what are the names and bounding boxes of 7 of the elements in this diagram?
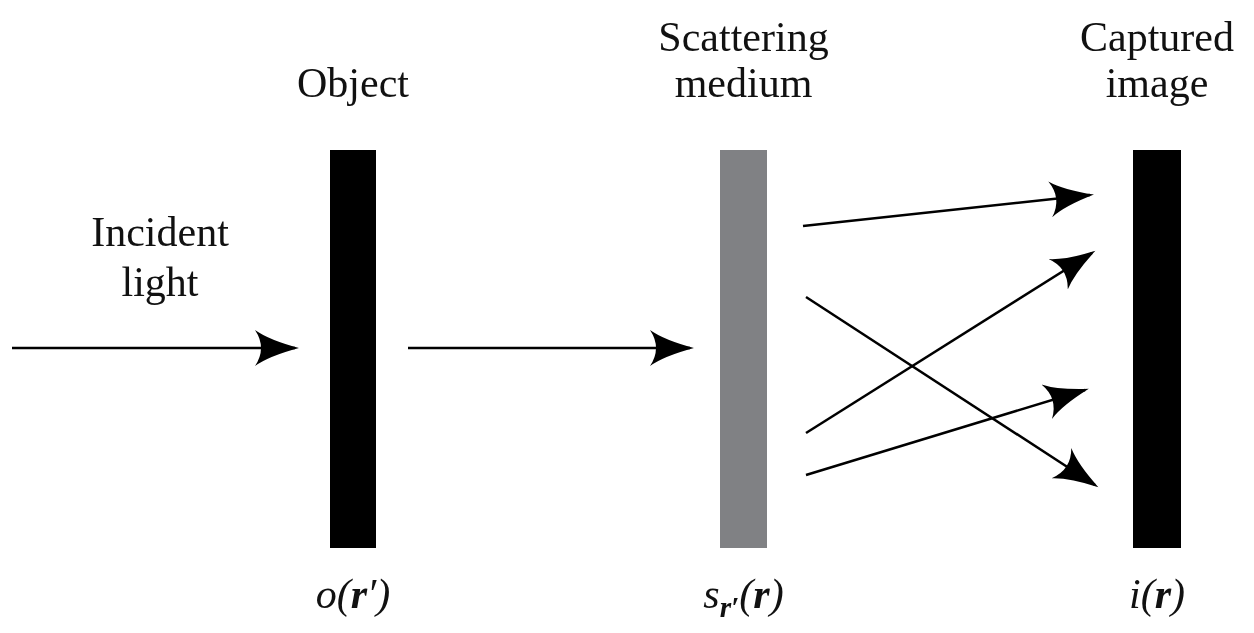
- panel-title: Scattering medium: [657, 14, 830, 106]
- panel-title: Object: [296, 60, 410, 106]
- panel-title: Captured image: [1079, 14, 1235, 106]
- text-label: Incident light: [90, 208, 230, 307]
- function-label: s$_{r′}$(r): [703, 570, 784, 625]
- function-label: i(r): [1129, 570, 1185, 618]
- function-label: o(r′): [315, 570, 391, 618]
